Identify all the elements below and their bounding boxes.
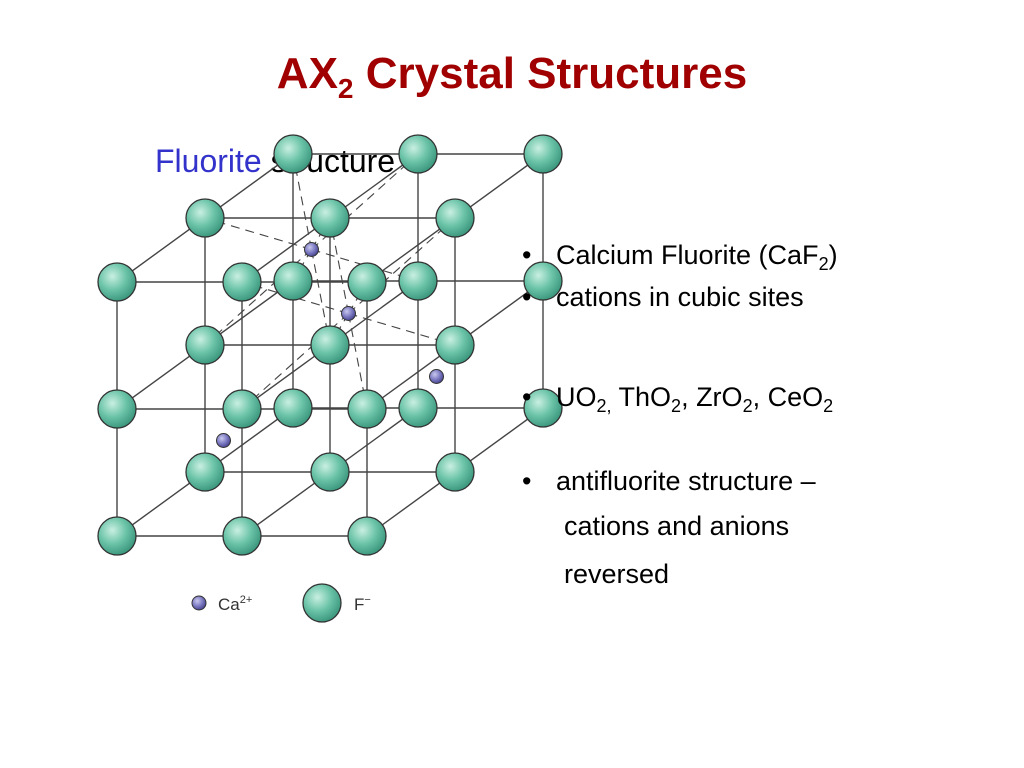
bullet-continuation-1: reversed <box>564 559 670 589</box>
anion-atom <box>310 325 350 365</box>
cation-atom <box>341 306 356 321</box>
anion-atom <box>97 389 137 429</box>
cation-atom <box>304 242 319 257</box>
anion-atom <box>398 261 438 301</box>
bullet-item-2: • UO2, ThO2, ZrO2, CeO2 <box>520 376 1000 418</box>
title-main: AX <box>276 49 338 98</box>
cation-atom <box>216 433 231 448</box>
anion-atom <box>185 325 225 365</box>
legend-cation-icon <box>191 595 207 611</box>
legend: Ca2+ F− <box>191 583 371 623</box>
lattice-atoms <box>97 134 563 556</box>
title-subscript: 2 <box>337 73 354 104</box>
anion-atom <box>435 198 475 238</box>
anion-atom <box>398 134 438 174</box>
anion-atom <box>398 388 438 428</box>
anion-atom <box>435 325 475 365</box>
anion-atom <box>222 389 262 429</box>
anion-atom <box>347 516 387 556</box>
anion-atom <box>523 261 563 301</box>
legend-anion-icon <box>302 583 342 623</box>
bullet-item-0: • Calcium Fluorite (CaF2) <box>520 234 1000 276</box>
anion-atom <box>97 262 137 302</box>
bullet-dot: • <box>522 466 532 496</box>
anion-atom <box>97 516 137 556</box>
anion-atom <box>273 134 313 174</box>
anion-atom <box>523 388 563 428</box>
bullet-item-3: • antifluorite structure – <box>520 460 1000 502</box>
anion-atom <box>435 452 475 492</box>
anion-atom <box>347 262 387 302</box>
anion-atom <box>185 198 225 238</box>
legend-anion-label: F− <box>354 594 371 614</box>
anion-atom <box>222 516 262 556</box>
anion-atom <box>310 452 350 492</box>
bullet-list: • Calcium Fluorite (CaF2) • cations in c… <box>520 234 1000 598</box>
slide-title: AX2 Crystal Structures <box>0 44 1024 104</box>
bullet-dot: • <box>522 382 532 412</box>
cation-atom <box>429 369 444 384</box>
anion-atom <box>523 134 563 174</box>
anion-atom <box>273 388 313 428</box>
anion-atom <box>185 452 225 492</box>
lattice-edges <box>116 153 544 537</box>
title-rest: Crystal Structures <box>353 49 748 98</box>
anion-atom <box>273 261 313 301</box>
legend-cation-label: Ca2+ <box>218 594 252 614</box>
anion-atom <box>310 198 350 238</box>
bullet-item-1: • cations in cubic sites <box>520 276 1000 318</box>
anion-atom <box>347 389 387 429</box>
subtitle-highlight: Fluorite <box>155 143 262 179</box>
bullet-dot: • <box>522 240 532 270</box>
anion-atom <box>222 262 262 302</box>
bullet-continuation-0: cations and anions <box>564 511 790 541</box>
bullet-dot: • <box>522 282 532 312</box>
